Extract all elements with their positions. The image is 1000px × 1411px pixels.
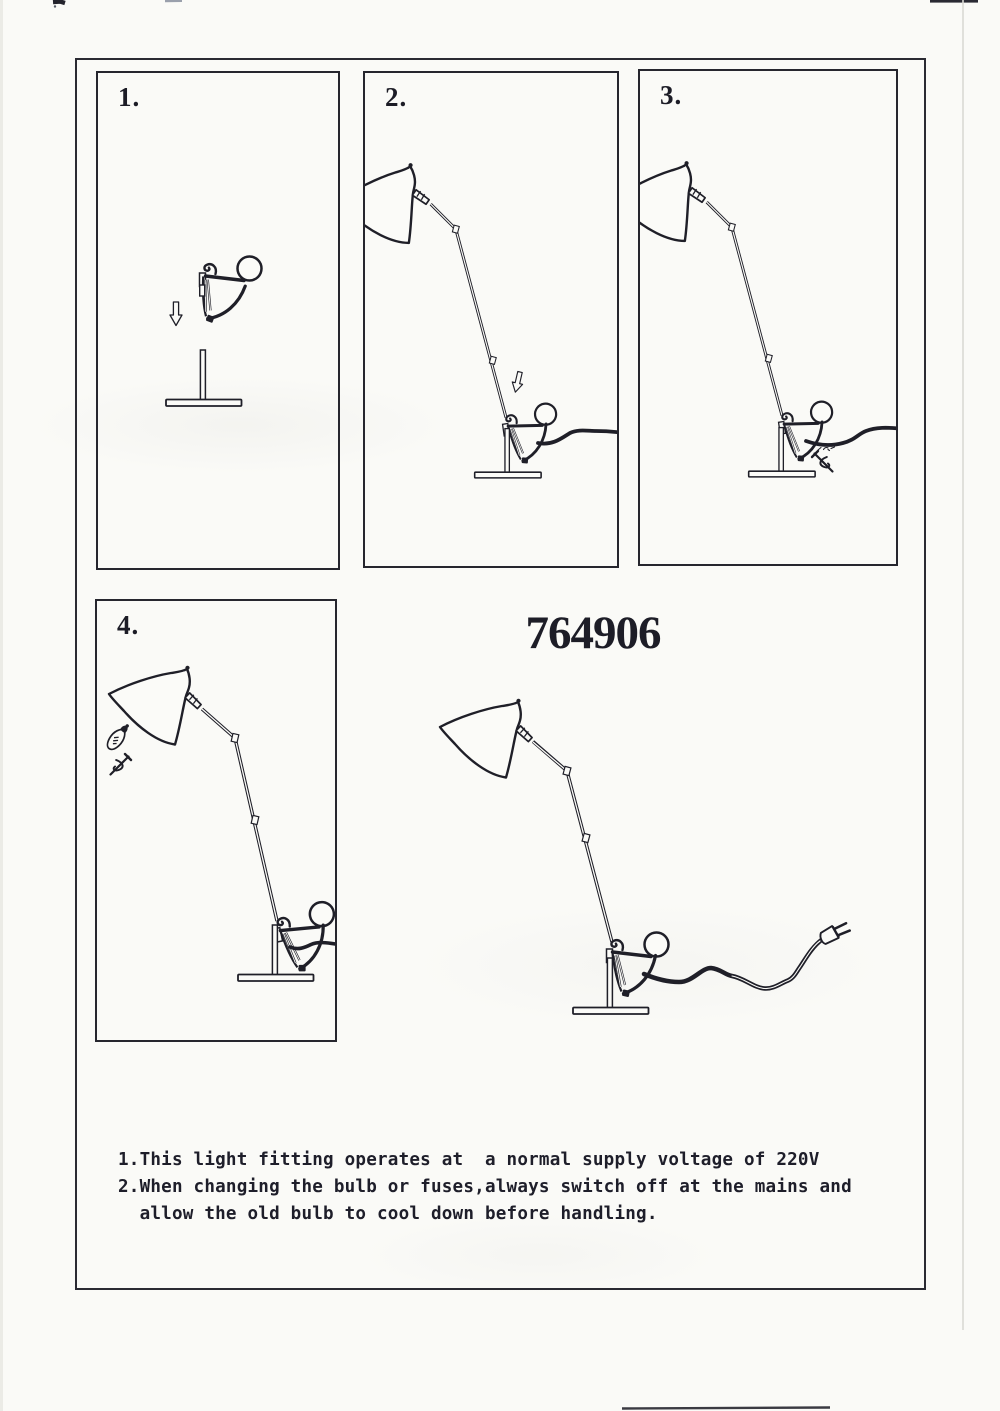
p3-arm xyxy=(705,200,784,416)
p3-arm-core xyxy=(706,201,783,416)
scan-speck-top-left xyxy=(53,5,57,8)
down-arrow xyxy=(169,301,183,327)
panel-2: 2. xyxy=(363,71,619,568)
lamp-stand xyxy=(165,349,243,407)
mains-plug xyxy=(819,921,851,945)
main-drawing xyxy=(438,697,851,1015)
p2-arm xyxy=(429,202,508,418)
scan-mark-top-right xyxy=(930,0,978,3)
counterweight-joint xyxy=(607,933,669,998)
p2-cord xyxy=(536,428,617,446)
main-arm-core xyxy=(532,741,613,943)
lamp-stand xyxy=(237,924,315,982)
panel-3-label: 3. xyxy=(660,80,683,110)
panel-3-drawing xyxy=(640,158,896,478)
main-arm-collar2 xyxy=(581,832,591,844)
plug-prong-2 xyxy=(837,929,851,937)
model-number: 764906 xyxy=(525,607,662,659)
p2-arm-collar2 xyxy=(488,355,497,366)
panel-4: 4. xyxy=(95,599,337,1042)
screw-icon xyxy=(810,449,834,473)
p4-arm-collar1 xyxy=(230,732,240,744)
main-cord-core xyxy=(731,940,821,990)
main-arm xyxy=(531,740,614,943)
scan-mark-bottom xyxy=(621,1406,831,1410)
panel-2-drawing xyxy=(365,160,617,479)
counterweight-joint xyxy=(777,400,839,464)
plug-prong-1 xyxy=(833,921,848,930)
main-arm-collar1 xyxy=(562,765,572,777)
down-arrow xyxy=(509,370,526,394)
note-line-2: 2.When changing the bulb or fuses,always… xyxy=(118,1177,852,1197)
p3-arm-collar1 xyxy=(727,222,736,232)
p2-arm-collar1 xyxy=(451,224,460,234)
panel-4-drawing xyxy=(103,664,344,982)
note-line-3: allow the old bulb to cool down before h… xyxy=(118,1204,658,1224)
p4-arm-core xyxy=(201,708,278,922)
lamp-shade xyxy=(438,697,534,779)
scan-artifacts xyxy=(0,0,978,1411)
p2-arm-core xyxy=(430,203,507,418)
p4-arm xyxy=(200,707,279,922)
p4-cord xyxy=(288,940,335,951)
safety-notes: 1.This light fitting operates at a norma… xyxy=(118,1147,852,1228)
scan-edge-left xyxy=(0,0,3,1411)
lamp-shade xyxy=(365,160,436,254)
panel-4-label: 4. xyxy=(117,610,140,640)
outer-frame xyxy=(75,58,926,1290)
lamp-shade xyxy=(640,158,712,252)
main-cord xyxy=(641,937,825,991)
p3-cord xyxy=(804,425,896,447)
screw-icon xyxy=(109,752,133,776)
panel-2-label: 2. xyxy=(385,82,408,112)
p1-bracket-ext xyxy=(198,284,206,297)
panel-1: 1. xyxy=(96,71,340,570)
p3-arm-collar2 xyxy=(764,353,773,364)
panel-3: 3. xyxy=(638,69,898,566)
scan-mark-top-left xyxy=(52,0,66,6)
panel-1-drawing xyxy=(165,254,264,407)
counterweight-joint xyxy=(270,900,344,976)
lamp-stand xyxy=(473,427,542,479)
lamp-stand xyxy=(747,426,816,478)
p4-arm-collar2 xyxy=(250,814,260,826)
counterweight-fan xyxy=(194,274,248,329)
note-line-1: 1.This light fitting operates at a norma… xyxy=(118,1150,820,1170)
p3-scribble xyxy=(817,446,836,452)
bulb-icon xyxy=(103,719,134,754)
panel-1-label: 1. xyxy=(118,82,141,112)
